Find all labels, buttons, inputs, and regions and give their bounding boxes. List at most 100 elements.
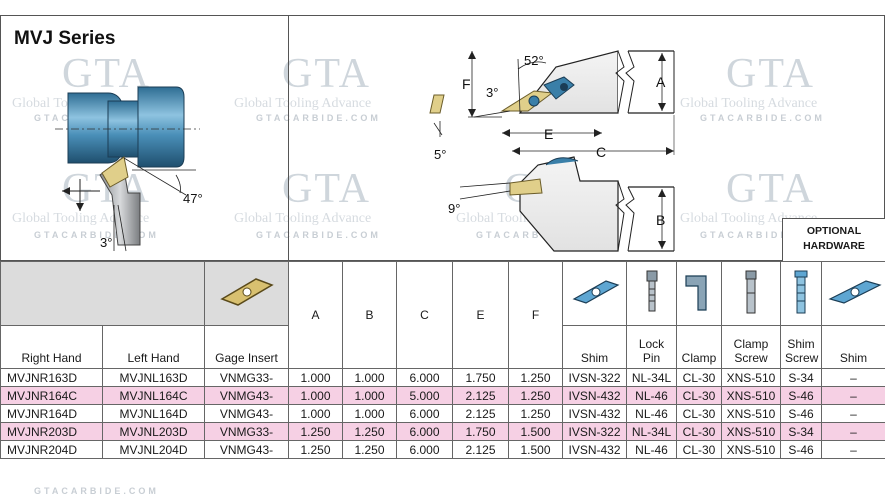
cell-clamp: CL-30 bbox=[676, 404, 722, 423]
cell-shim-screw: S-46 bbox=[780, 404, 822, 423]
cell-C: 6.000 bbox=[396, 440, 453, 459]
col-C-header: C bbox=[396, 261, 453, 369]
angle-3-left-label: 3° bbox=[100, 235, 112, 250]
cell-E: 2.125 bbox=[452, 386, 509, 405]
cell-clamp: CL-30 bbox=[676, 368, 722, 387]
cell-shim-screw: S-34 bbox=[780, 368, 822, 387]
cell-gage-insert: VNMG43- bbox=[204, 386, 289, 405]
cell-B: 1.000 bbox=[342, 386, 397, 405]
cell-E: 1.750 bbox=[452, 368, 509, 387]
table-row: MVJNR163D MVJNL163D VNMG33- 1.000 1.000 … bbox=[0, 368, 885, 387]
col-shim-screw-header: Shim Screw bbox=[780, 325, 822, 369]
cell-optional-shim: – bbox=[821, 404, 885, 423]
col-A-header: A bbox=[288, 261, 343, 369]
cell-B: 1.250 bbox=[342, 422, 397, 441]
cell-clamp-screw: XNS-510 bbox=[721, 440, 781, 459]
cell-clamp: CL-30 bbox=[676, 422, 722, 441]
table-row: MVJNR203D MVJNL203D VNMG33- 1.250 1.250 … bbox=[0, 422, 885, 441]
cell-left-hand: MVJNL204D bbox=[102, 440, 205, 459]
col-E-header: E bbox=[452, 261, 509, 369]
cell-clamp: CL-30 bbox=[676, 440, 722, 459]
cell-left-hand: MVJNL164D bbox=[102, 404, 205, 423]
cell-clamp-screw: XNS-510 bbox=[721, 404, 781, 423]
cell-C: 5.000 bbox=[396, 386, 453, 405]
cell-shim: IVSN-432 bbox=[562, 404, 627, 423]
cell-shim: IVSN-432 bbox=[562, 440, 627, 459]
insert-icon bbox=[219, 278, 274, 306]
cell-gage-insert: VNMG33- bbox=[204, 368, 289, 387]
cell-clamp-screw: XNS-510 bbox=[721, 368, 781, 387]
cell-B: 1.000 bbox=[342, 404, 397, 423]
cell-E: 1.750 bbox=[452, 422, 509, 441]
col-left-hand-header: Left Hand bbox=[102, 325, 205, 369]
watermark-url: GTACARBIDE.COM bbox=[34, 486, 159, 496]
clamp-icon bbox=[685, 275, 707, 311]
cell-clamp-screw: XNS-510 bbox=[721, 422, 781, 441]
clamp-icon-cell bbox=[676, 261, 722, 326]
cell-F: 1.250 bbox=[508, 386, 563, 405]
col-gage-insert-header: Gage Insert bbox=[204, 325, 289, 369]
cell-A: 1.000 bbox=[288, 404, 343, 423]
col-right-hand-header: Right Hand bbox=[0, 325, 103, 369]
col-clamp-header: Clamp bbox=[676, 325, 722, 369]
angle-47-label: 47° bbox=[183, 191, 203, 206]
cell-F: 1.500 bbox=[508, 422, 563, 441]
shim-screw-icon-cell bbox=[780, 261, 822, 326]
cell-right-hand: MVJNR163D bbox=[0, 368, 103, 387]
cell-gage-insert: VNMG43- bbox=[204, 404, 289, 423]
cell-left-hand: MVJNL163D bbox=[102, 368, 205, 387]
cell-B: 1.250 bbox=[342, 440, 397, 459]
cell-right-hand: MVJNR204D bbox=[0, 440, 103, 459]
col-shim-header: Shim bbox=[562, 325, 627, 369]
dim-A-label: A bbox=[656, 74, 666, 90]
series-title: MVJ Series bbox=[14, 28, 116, 49]
dim-E-label: E bbox=[544, 126, 553, 142]
cell-optional-shim: – bbox=[821, 386, 885, 405]
col-F-header: F bbox=[508, 261, 563, 369]
optional-shim-icon-cell bbox=[821, 261, 885, 326]
table-row: MVJNR164D MVJNL164D VNMG43- 1.000 1.000 … bbox=[0, 404, 885, 423]
cell-gage-insert: VNMG33- bbox=[204, 422, 289, 441]
cell-right-hand: MVJNR203D bbox=[0, 422, 103, 441]
cell-A: 1.000 bbox=[288, 368, 343, 387]
cell-shim: IVSN-322 bbox=[562, 368, 627, 387]
cell-lock-pin: NL-46 bbox=[626, 386, 677, 405]
cell-E: 2.125 bbox=[452, 404, 509, 423]
col-clamp-screw-header: Clamp Screw bbox=[721, 325, 781, 369]
dim-B-label: B bbox=[656, 212, 665, 228]
optional-shim-icon bbox=[827, 280, 882, 304]
turning-setup-diagram: 47° 3° bbox=[55, 86, 203, 252]
col-optional-shim-header: Shim bbox=[821, 325, 885, 369]
clamp-screw-icon bbox=[745, 270, 757, 314]
cell-shim-screw: S-46 bbox=[780, 440, 822, 459]
cell-right-hand: MVJNR164C bbox=[0, 386, 103, 405]
cell-left-hand: MVJNL203D bbox=[102, 422, 205, 441]
cell-clamp-screw: XNS-510 bbox=[721, 386, 781, 405]
angle-9-label: 9° bbox=[448, 201, 460, 216]
cell-shim: IVSN-432 bbox=[562, 386, 627, 405]
left-diagram-panel bbox=[0, 15, 288, 261]
cell-shim-screw: S-34 bbox=[780, 422, 822, 441]
cell-gage-insert: VNMG43- bbox=[204, 440, 289, 459]
cell-shim: IVSN-322 bbox=[562, 422, 627, 441]
shim-screw-icon bbox=[794, 270, 808, 314]
clamp-screw-icon-cell bbox=[721, 261, 781, 326]
insert-icon-cell bbox=[204, 261, 289, 326]
dim-F-label: F bbox=[462, 76, 471, 92]
angle-52-label: 52° bbox=[524, 53, 544, 68]
cell-optional-shim: – bbox=[821, 422, 885, 441]
cell-C: 6.000 bbox=[396, 368, 453, 387]
table-row: MVJNR204D MVJNL204D VNMG43- 1.250 1.250 … bbox=[0, 440, 885, 459]
dim-C-label: C bbox=[596, 144, 606, 160]
shim-icon-cell bbox=[562, 261, 627, 326]
cell-lock-pin: NL-34L bbox=[626, 368, 677, 387]
col-lock-pin-header: Lock Pin bbox=[626, 325, 677, 369]
holder-header-cell bbox=[0, 261, 205, 326]
cell-A: 1.250 bbox=[288, 440, 343, 459]
cell-lock-pin: NL-46 bbox=[626, 404, 677, 423]
angle-3-top-label: 3° bbox=[486, 85, 498, 100]
lock-pin-icon bbox=[646, 270, 657, 312]
table-row: MVJNR164C MVJNL164C VNMG43- 1.000 1.000 … bbox=[0, 386, 885, 405]
shim-icon bbox=[572, 280, 619, 304]
